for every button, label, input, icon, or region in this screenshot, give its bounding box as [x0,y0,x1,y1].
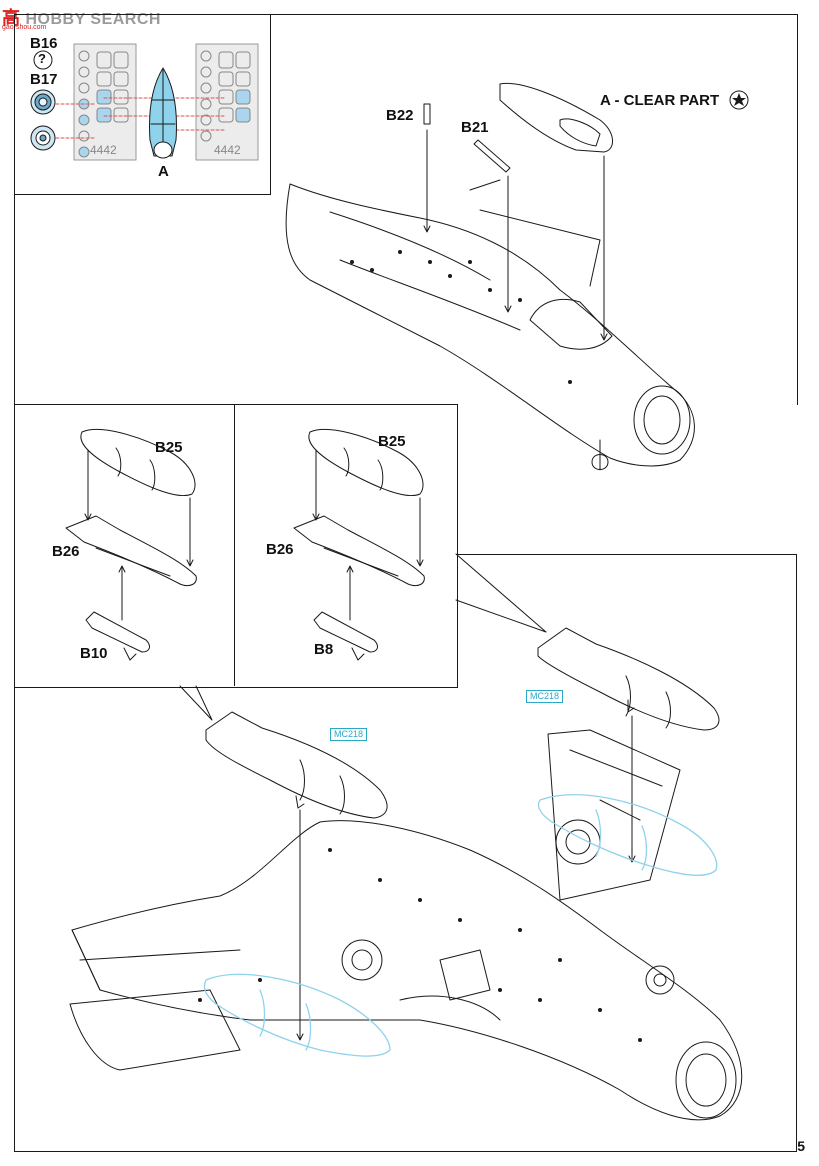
option-right-leader [455,553,547,633]
label-b26-left: B26 [52,543,80,560]
inset-frame [14,14,271,195]
callout-mc218-right: MC218 [526,690,564,703]
label-b26-right: B26 [266,541,294,558]
mask-number-right: 4442 [214,143,241,157]
bottom-rule [14,1151,796,1152]
assembled-tank-left [205,711,388,1041]
watermark-url: gao-shou.com [2,24,47,31]
label-b21: B21 [461,119,489,136]
label-b22: B22 [386,107,414,124]
part-b21-rod [473,139,512,313]
mounted-tank-left-blue [203,973,391,1057]
roundel-b17 [30,125,56,151]
part-b10-left [85,611,150,661]
mounted-tank-right-blue [537,794,718,876]
fuselage-nose-drawing [285,179,695,471]
pylon-b26-right [293,515,425,621]
callout-mc218-left: MC218 [330,728,368,741]
mask-sheet-right [195,43,259,161]
question-mark-label: ? [38,51,46,66]
clear-canopy-part [499,82,613,341]
label-clear-part: A - CLEAR PART [600,92,720,109]
watermark-text: HOBBY SEARCH [25,11,161,28]
mask-sheet-left [73,43,137,161]
drop-tank-b25-right [308,428,424,567]
hobby-search-watermark: 高 HOBBY SEARCH [2,4,161,30]
label-b17: B17 [30,71,58,88]
part-b22-antenna [423,103,431,233]
question-circle [33,50,53,70]
airframe-underside-drawing [69,729,743,1121]
clear-part-star-icon [729,90,749,110]
label-b25-right: B25 [378,433,406,450]
mask-number-left: 4442 [90,143,117,157]
label-b10: B10 [80,645,108,662]
top-step-frame [14,14,798,405]
option-divider [234,404,235,686]
option-frame [14,404,458,688]
drop-tank-b25-left [80,428,196,567]
label-b16: B16 [30,35,58,52]
page-number: 5 [797,1138,805,1154]
part-b8-right [313,611,378,661]
option-left-leader [179,685,213,721]
left-rule [14,686,15,1151]
label-b8: B8 [314,641,334,658]
roundel-b16 [30,89,56,115]
label-canopy-a: A [158,163,169,180]
middle-rule [456,554,796,555]
mask-lead-lines [55,97,225,139]
watermark-mark: 高 [2,8,21,28]
assembled-tank-right [537,627,720,863]
canopy-top-view [149,67,177,159]
pylon-b26-left [65,515,197,621]
label-b25-left: B25 [155,439,183,456]
